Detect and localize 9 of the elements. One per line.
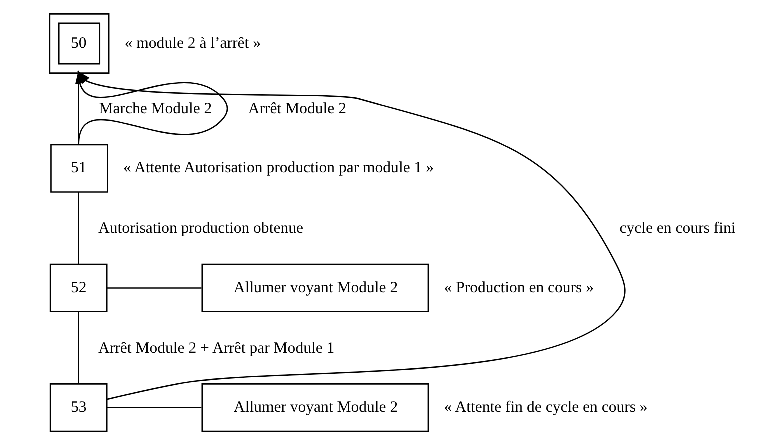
edge-label: Autorisation production obtenue (98, 220, 304, 238)
edge-label: Arrêt Module 2 + Arrêt par Module 1 (98, 340, 335, 357)
edge-label: Arrêt Module 2 (248, 100, 346, 118)
node-label: « Attente Autorisation production par module 1 » (124, 160, 434, 177)
node-label: « Attente fin de cycle en cours » (444, 398, 648, 416)
node-label: « module 2 à l’arrêt » (124, 34, 261, 52)
edge-label: cycle en cours fini (620, 220, 736, 238)
edge-label: Marche Module 2 (99, 100, 212, 118)
node-label: « Production en cours » (444, 279, 594, 296)
